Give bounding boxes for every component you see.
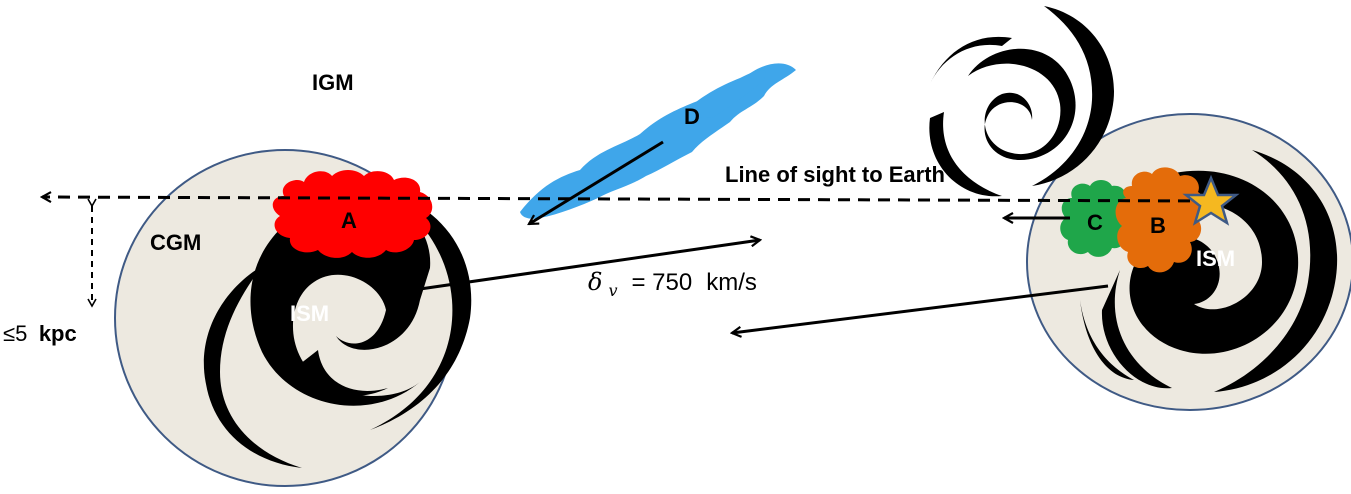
star-icon bbox=[1182, 174, 1240, 226]
cloud-a bbox=[272, 170, 433, 258]
velocity-subscript: v bbox=[608, 281, 617, 300]
velocity-unit: km/s bbox=[706, 269, 757, 296]
distance-unit: kpc bbox=[39, 321, 77, 346]
cloud-b bbox=[1115, 167, 1205, 273]
ism-right-label: ISM bbox=[1196, 246, 1235, 271]
distance-symbol: ≤5 bbox=[3, 321, 27, 346]
cloud-d-lobe bbox=[680, 70, 766, 118]
cloud-d-label: D bbox=[684, 104, 700, 129]
right-galaxy-spiral bbox=[1080, 150, 1338, 392]
spiral-galaxy-icon bbox=[929, 6, 1115, 197]
velocity-symbol: δ bbox=[588, 268, 602, 296]
ism-left-label: ISM bbox=[290, 301, 329, 326]
distance-label: ≤5 kpc bbox=[3, 321, 77, 346]
cloud-c bbox=[1060, 180, 1131, 257]
cloud-a-label: A bbox=[341, 208, 357, 233]
igm-label: IGM bbox=[312, 70, 354, 95]
left-galaxy-velocity-arrow bbox=[419, 240, 760, 291]
velocity-equals: = 750 bbox=[632, 269, 693, 296]
cloud-c-label: C bbox=[1087, 210, 1103, 235]
cgm-label: CGM bbox=[150, 230, 201, 255]
cloud-d-velocity-arrow bbox=[529, 140, 664, 226]
line-of-sight-label: Line of sight to Earth bbox=[725, 162, 945, 187]
line-of-sight bbox=[42, 197, 1211, 201]
velocity-label: δ v = 750 km/s bbox=[588, 268, 757, 302]
right-galaxy-velocity-arrow bbox=[732, 284, 1109, 333]
cloud-b-label: B bbox=[1150, 213, 1166, 238]
